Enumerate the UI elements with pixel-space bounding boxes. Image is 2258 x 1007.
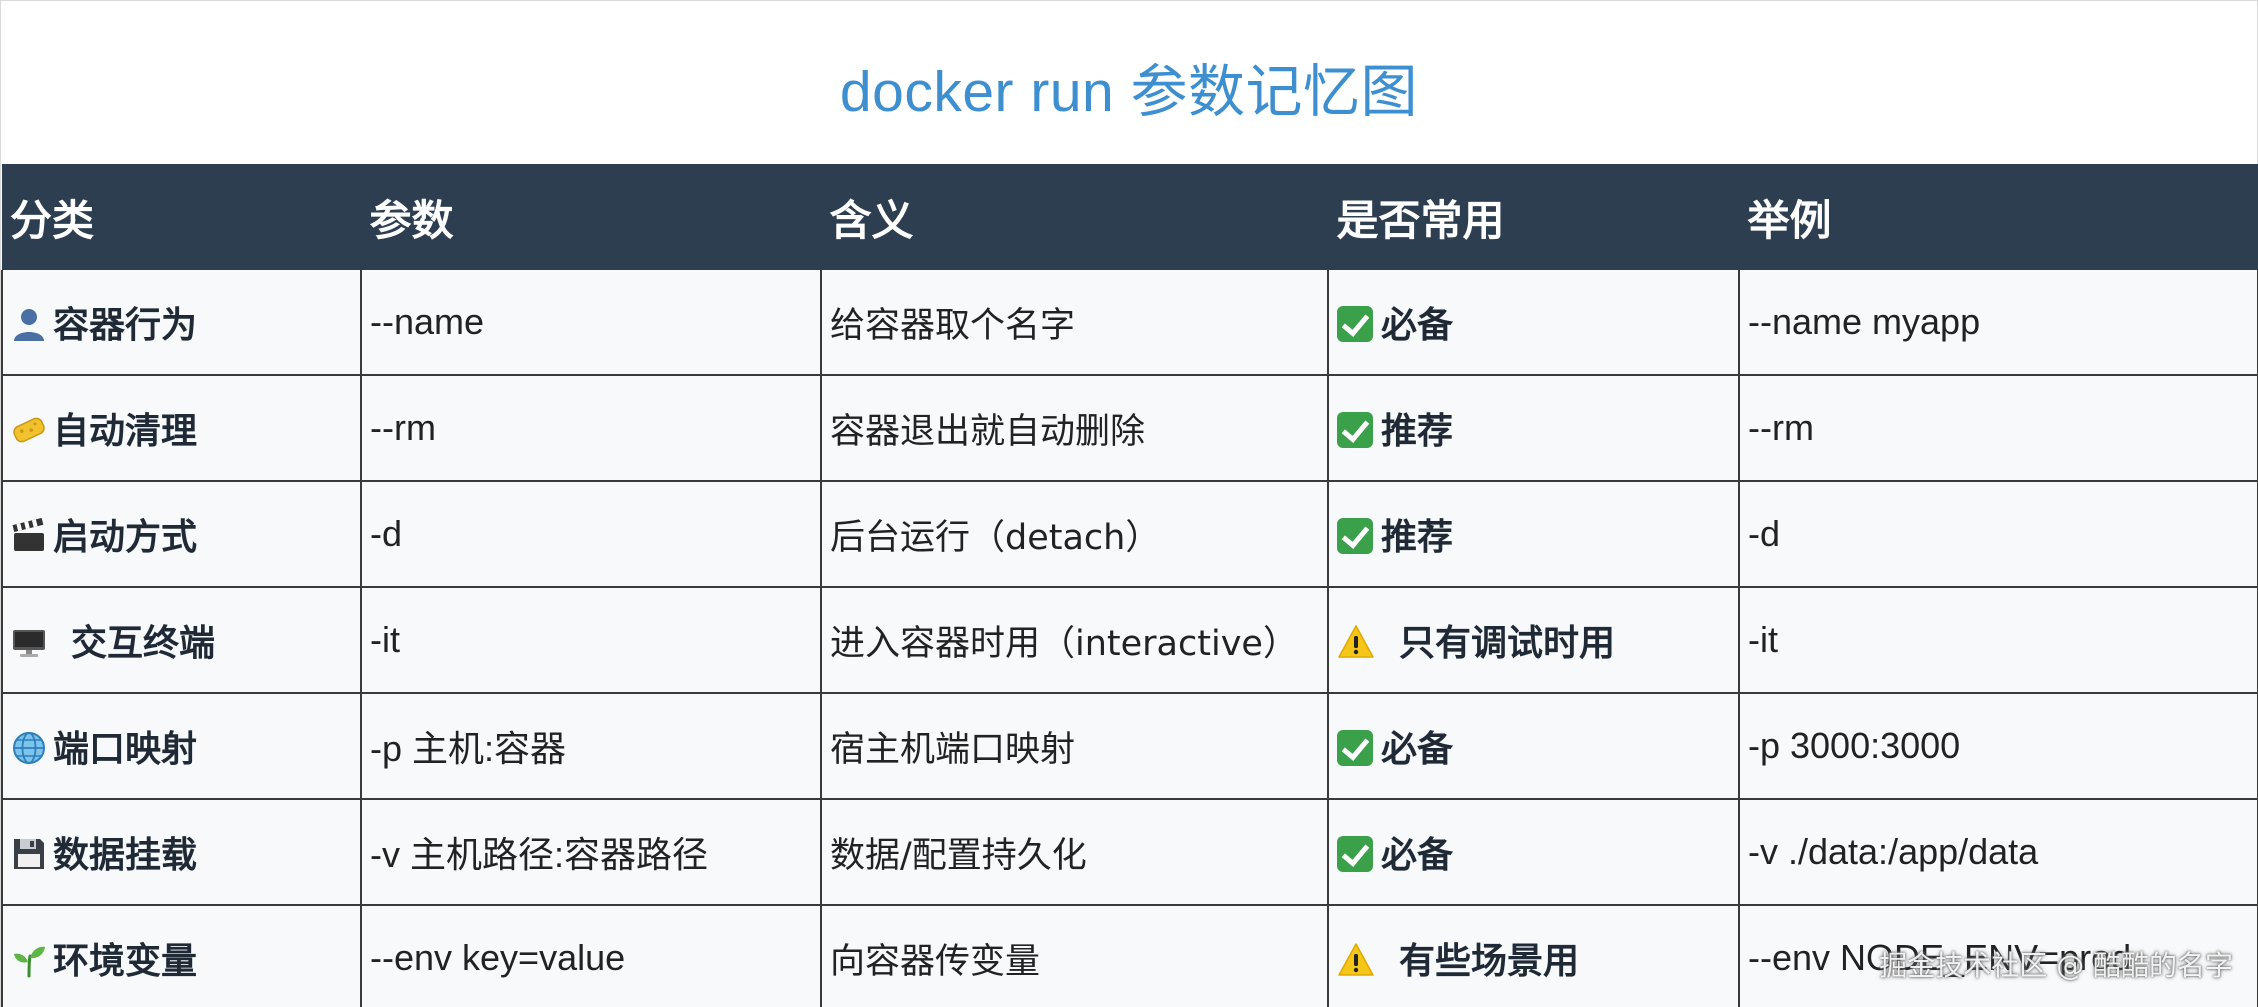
warning-icon	[1338, 625, 1374, 658]
param-cell: -p 主机:容器	[360, 692, 822, 800]
usage-label: 必备	[1381, 835, 1454, 876]
usage-cell: 必备	[1327, 798, 1740, 906]
usage-cell: 必备	[1327, 692, 1740, 800]
example-cell: -it	[1738, 586, 2258, 694]
param-cell: --env key=value	[360, 904, 822, 1007]
category-label: 启动方式	[53, 517, 198, 558]
category-label: 交互终端	[71, 623, 216, 664]
example-cell: -d	[1738, 480, 2258, 588]
meaning-cell: 数据/配置持久化	[820, 798, 1329, 906]
check-icon	[1337, 306, 1373, 342]
warning-icon	[1338, 943, 1374, 976]
table-row: 端口映射 -p 主机:容器 宿主机端口映射 必备 -p 3000:3000	[1, 692, 2258, 800]
meaning-cell: 向容器传变量	[820, 904, 1329, 1007]
example-cell: -p 3000:3000	[1738, 692, 2258, 800]
meaning-cell: 容器退出就自动删除	[820, 374, 1329, 482]
usage-cell: 只有调试时用	[1327, 586, 1740, 694]
meaning-cell: 后台运行（detach）	[820, 480, 1329, 588]
category-label: 端口映射	[53, 729, 198, 770]
param-cell: -d	[360, 480, 822, 588]
meaning-cell: 给容器取个名字	[820, 270, 1329, 376]
param-cell: --rm	[360, 374, 822, 482]
category-cell: 端口映射	[1, 692, 362, 800]
seedling-icon	[14, 946, 45, 978]
category-label: 容器行为	[53, 305, 198, 346]
clapper-icon	[12, 518, 44, 551]
table-row: 环境变量 --env key=value 向容器传变量 有些场景用 --env …	[1, 904, 2258, 1007]
header-param: 参数	[361, 164, 822, 270]
check-icon	[1337, 412, 1373, 448]
usage-label: 只有调试时用	[1399, 623, 1616, 664]
monitor-icon	[13, 630, 45, 657]
table-row: 交互终端 -it 进入容器时用（interactive） 只有调试时用 -it	[1, 586, 2258, 694]
check-icon	[1337, 518, 1373, 554]
table-header-row: 分类 参数 含义 是否常用 举例	[2, 164, 2258, 270]
table-row: 启动方式 -d 后台运行（detach） 推荐 -d	[1, 480, 2258, 588]
check-icon	[1337, 730, 1373, 766]
watermark: 掘金技术社区 @ 酷酷的名字	[1879, 949, 2233, 982]
meaning-cell: 宿主机端口映射	[820, 692, 1329, 800]
usage-cell: 推荐	[1327, 374, 1740, 482]
header-usage: 是否常用	[1328, 164, 1740, 270]
category-cell: 环境变量	[1, 904, 362, 1007]
usage-label: 推荐	[1381, 411, 1454, 452]
example-cell: --rm	[1738, 374, 2258, 482]
title-area: docker run 参数记忆图	[1, 1, 2257, 164]
sponge-icon	[13, 417, 45, 443]
category-cell: 启动方式	[1, 480, 362, 588]
usage-cell: 推荐	[1327, 480, 1740, 588]
param-cell: -v 主机路径:容器路径	[360, 798, 822, 906]
table-row: 数据挂载 -v 主机路径:容器路径 数据/配置持久化 必备 -v ./data:…	[1, 798, 2258, 906]
usage-label: 有些场景用	[1399, 941, 1580, 982]
param-cell: --name	[360, 270, 822, 376]
category-cell: 数据挂载	[1, 798, 362, 906]
category-label: 自动清理	[53, 411, 198, 452]
header-category: 分类	[2, 164, 362, 270]
header-meaning: 含义	[821, 164, 1329, 270]
category-cell: 容器行为	[1, 270, 362, 376]
usage-label: 必备	[1381, 305, 1454, 346]
globe-icon	[13, 732, 45, 764]
floppy-disk-icon	[14, 839, 44, 869]
category-label: 数据挂载	[53, 835, 198, 876]
check-icon	[1337, 836, 1373, 872]
person-icon	[14, 309, 44, 341]
example-cell: -v ./data:/app/data	[1738, 798, 2258, 906]
category-cell: 交互终端	[1, 586, 362, 694]
header-example: 举例	[1739, 164, 2258, 270]
usage-cell: 必备	[1327, 270, 1740, 376]
table-row: 容器行为 --name 给容器取个名字 必备 --name myapp	[1, 270, 2258, 376]
page-title: docker run 参数记忆图	[839, 59, 1419, 124]
usage-label: 必备	[1381, 729, 1454, 770]
example-cell: --name myapp	[1738, 270, 2258, 376]
usage-label: 推荐	[1381, 517, 1454, 558]
param-cell: -it	[360, 586, 822, 694]
usage-cell: 有些场景用	[1327, 904, 1740, 1007]
table-row: 自动清理 --rm 容器退出就自动删除 推荐 --rm	[1, 374, 2258, 482]
meaning-cell: 进入容器时用（interactive）	[820, 586, 1329, 694]
example-cell: --env NODE_ENV=prod	[1738, 904, 2258, 1007]
category-cell: 自动清理	[1, 374, 362, 482]
params-table: 分类 参数 含义 是否常用 举例 容器行为 --name 给容器取个名字	[1, 164, 2258, 1007]
category-label: 环境变量	[53, 941, 198, 982]
